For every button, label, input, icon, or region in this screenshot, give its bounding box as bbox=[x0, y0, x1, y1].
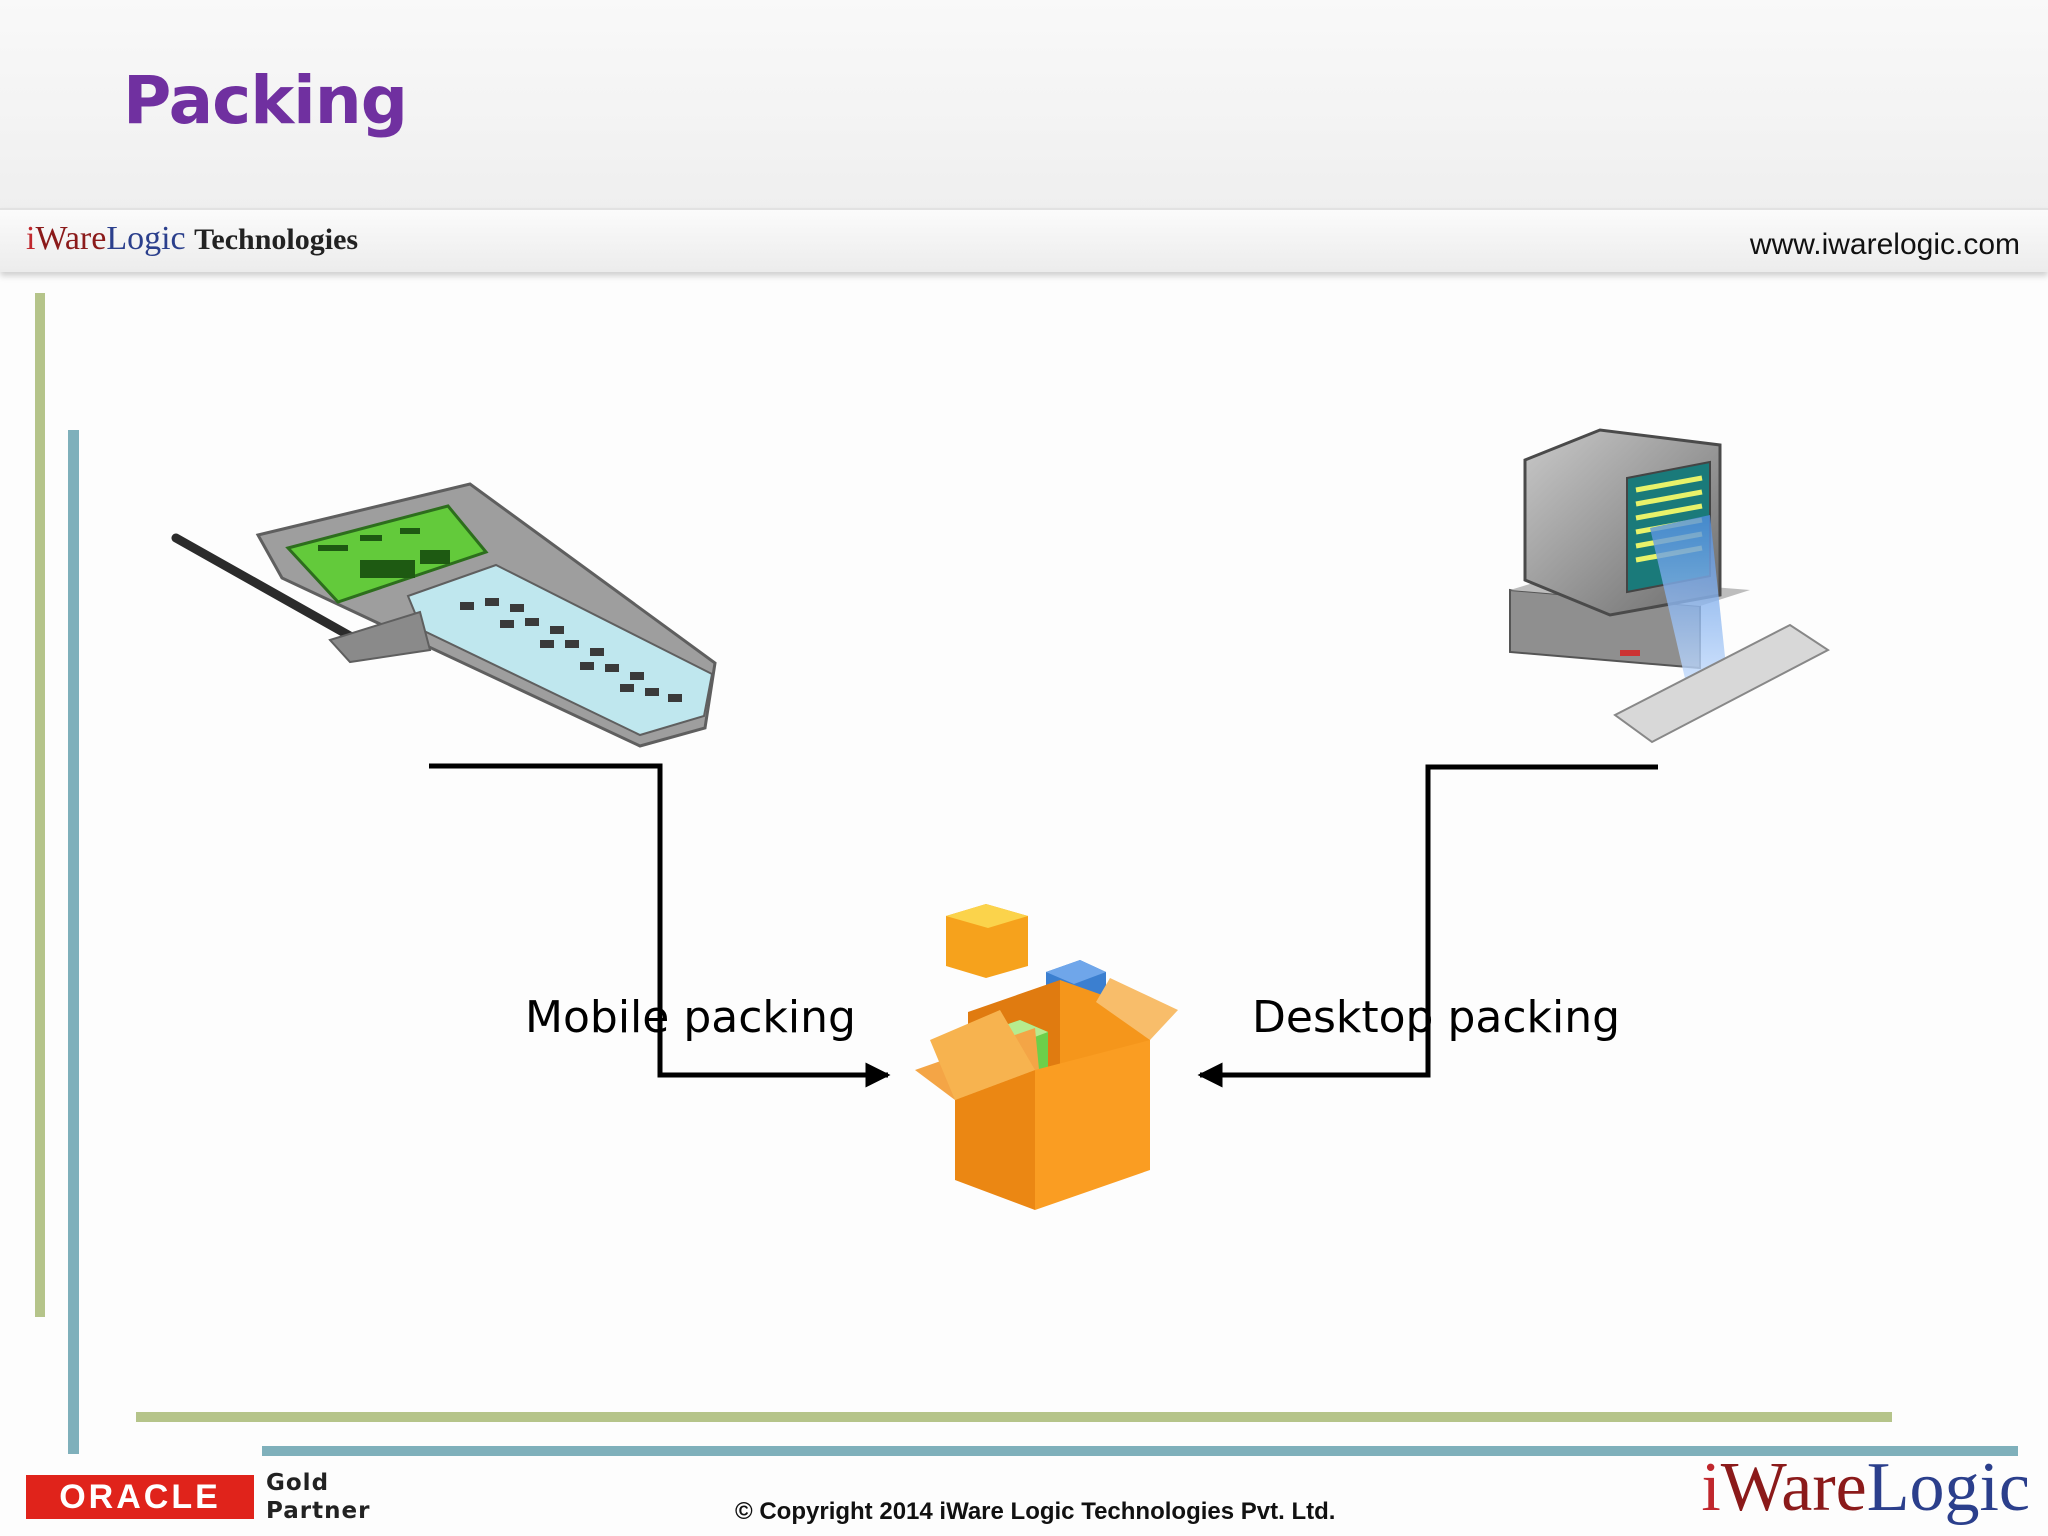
accent-bar-green-vertical bbox=[35, 293, 45, 1317]
footer-logo-logic: Logic bbox=[1866, 1449, 2030, 1526]
footer-logo: iWareLogic bbox=[1701, 1448, 2030, 1528]
brand-logo-i: i bbox=[26, 220, 36, 257]
copyright-text: © Copyright 2014 iWare Logic Technologie… bbox=[735, 1498, 1336, 1525]
footer-logo-ware: Ware bbox=[1720, 1449, 1867, 1526]
accent-bar-blue-horizontal bbox=[262, 1446, 2018, 1456]
mobile-packing-label: Mobile packing bbox=[525, 992, 856, 1043]
partner-label: Partner bbox=[266, 1498, 371, 1524]
accent-bar-blue-vertical bbox=[68, 430, 79, 1454]
footer-logo-i: i bbox=[1701, 1449, 1721, 1526]
slide-header: Packing bbox=[0, 0, 2048, 208]
mobile-flow-connector bbox=[429, 763, 891, 1088]
desktop-flow-connector bbox=[1197, 764, 1658, 1088]
website-url: www.iwarelogic.com bbox=[1749, 228, 2020, 261]
desktop-packing-label: Desktop packing bbox=[1252, 992, 1621, 1043]
brand-technologies: Technologies bbox=[194, 223, 359, 256]
desktop-computer-icon bbox=[1509, 428, 1830, 744]
brand-logo-ware: Ware bbox=[35, 220, 107, 257]
package-box-icon bbox=[915, 904, 1178, 1210]
brand-logo: iWareLogic Technologies bbox=[26, 220, 358, 258]
oracle-partner-badge: Gold Partner bbox=[266, 1469, 370, 1525]
partner-level: Gold bbox=[266, 1470, 330, 1496]
accent-bar-green-horizontal bbox=[136, 1412, 1892, 1422]
brand-bar: iWareLogic Technologies www.iwarelogic.c… bbox=[0, 208, 2048, 272]
slide-title: Packing bbox=[123, 62, 408, 139]
handheld-scanner-icon bbox=[171, 482, 717, 748]
oracle-logo: ORACLE bbox=[26, 1475, 254, 1519]
brand-logo-logic: Logic bbox=[106, 220, 186, 257]
